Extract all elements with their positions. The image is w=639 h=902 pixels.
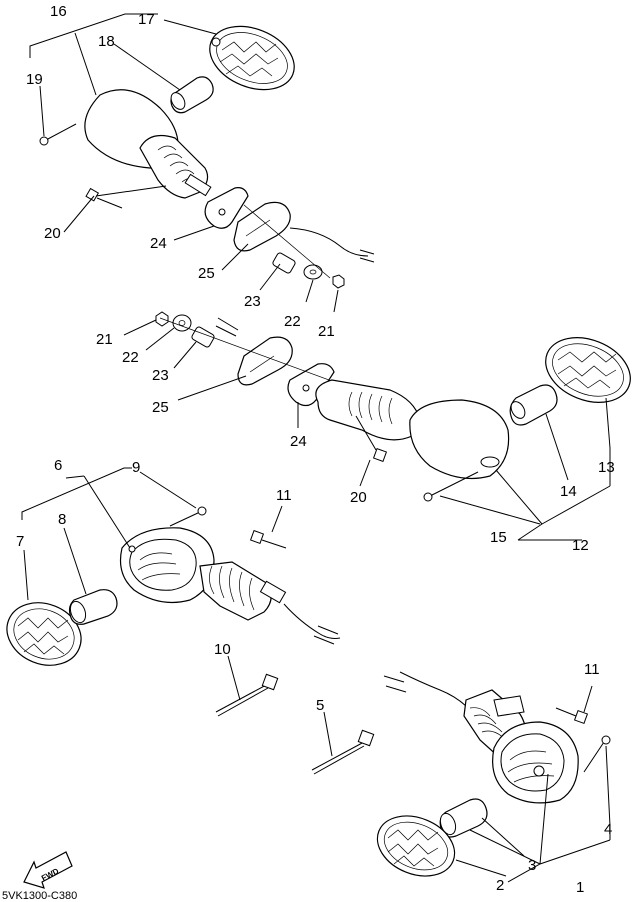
callout-16: 16 <box>50 3 67 20</box>
callout-20-mid: 20 <box>350 489 367 506</box>
bulb-3 <box>439 798 488 838</box>
callout-21-mid: 21 <box>96 331 113 348</box>
assembly-1-group <box>311 671 611 877</box>
bolt-20-mid <box>355 415 388 463</box>
callout-8: 8 <box>58 511 66 528</box>
callout-4: 4 <box>604 821 612 838</box>
grommet-25-top <box>233 201 291 252</box>
screw-9 <box>169 506 207 527</box>
lens-13 <box>545 337 631 403</box>
bolt-20-top <box>85 187 123 209</box>
grommet-25-mid <box>237 336 293 386</box>
callout-2: 2 <box>496 877 504 894</box>
callout-25-mid: 25 <box>152 399 169 416</box>
band-10 <box>215 673 279 717</box>
fwd-arrow-icon: FWD <box>23 851 73 889</box>
callout-10: 10 <box>214 641 231 658</box>
gasket-24-mid <box>287 363 335 407</box>
assembly-6-group <box>6 506 341 717</box>
wire-harness-mid <box>215 317 239 337</box>
callout-labels: 16 17 18 19 20 24 25 23 22 21 21 22 23 2… <box>16 3 615 896</box>
callout-5: 5 <box>316 697 324 714</box>
callout-1: 1 <box>576 879 584 896</box>
callout-7: 7 <box>16 533 24 550</box>
callout-13: 13 <box>598 459 615 476</box>
bulb-8 <box>68 589 118 625</box>
nut-21-top <box>332 274 345 289</box>
callout-22-mid: 22 <box>122 349 139 366</box>
washer-22-top <box>303 264 323 280</box>
screw-19 <box>39 123 77 146</box>
callout-20-top: 20 <box>44 225 61 242</box>
callout-23-mid: 23 <box>152 367 169 384</box>
gasket-24-top <box>204 187 249 229</box>
callout-24-mid: 24 <box>290 433 307 450</box>
callout-18: 18 <box>98 33 115 50</box>
housing-12 <box>315 379 510 480</box>
callout-3: 3 <box>528 857 536 874</box>
callout-19: 19 <box>26 71 43 88</box>
wire-harness-1 <box>383 671 467 707</box>
collar-23-top <box>272 252 296 274</box>
lens-17 <box>209 25 295 91</box>
callout-17: 17 <box>138 11 155 28</box>
callout-12: 12 <box>572 537 589 554</box>
screw-15 <box>423 471 479 502</box>
housing-1 <box>463 689 579 804</box>
bulb-18 <box>170 76 214 114</box>
leader-lines <box>21 13 611 883</box>
reference-code: 5VK1300-C380 <box>2 890 77 902</box>
callout-24-top: 24 <box>150 235 167 252</box>
callout-25-top: 25 <box>198 265 215 282</box>
assembly-16-group <box>39 25 375 289</box>
assembly-12-group <box>155 311 631 502</box>
callout-22-top: 22 <box>284 313 301 330</box>
callout-11-right: 11 <box>584 661 600 678</box>
callout-15: 15 <box>490 529 507 546</box>
callout-11-left: 11 <box>276 487 292 504</box>
screw-4 <box>583 735 611 773</box>
callout-14: 14 <box>560 483 577 500</box>
wire-harness-6 <box>283 603 341 645</box>
housing-16 <box>84 89 212 199</box>
lens-2 <box>376 815 456 877</box>
callout-21-top: 21 <box>318 323 335 340</box>
callout-23-top: 23 <box>244 293 261 310</box>
bolt-11-left <box>249 529 287 549</box>
callout-9: 9 <box>132 459 140 476</box>
housing-6 <box>119 527 287 621</box>
bulb-14 <box>509 384 558 426</box>
wire-harness-top <box>289 227 369 257</box>
lens-7 <box>6 602 82 666</box>
callout-6: 6 <box>54 457 62 474</box>
band-5 <box>311 729 375 775</box>
bolt-11-right <box>555 707 589 725</box>
